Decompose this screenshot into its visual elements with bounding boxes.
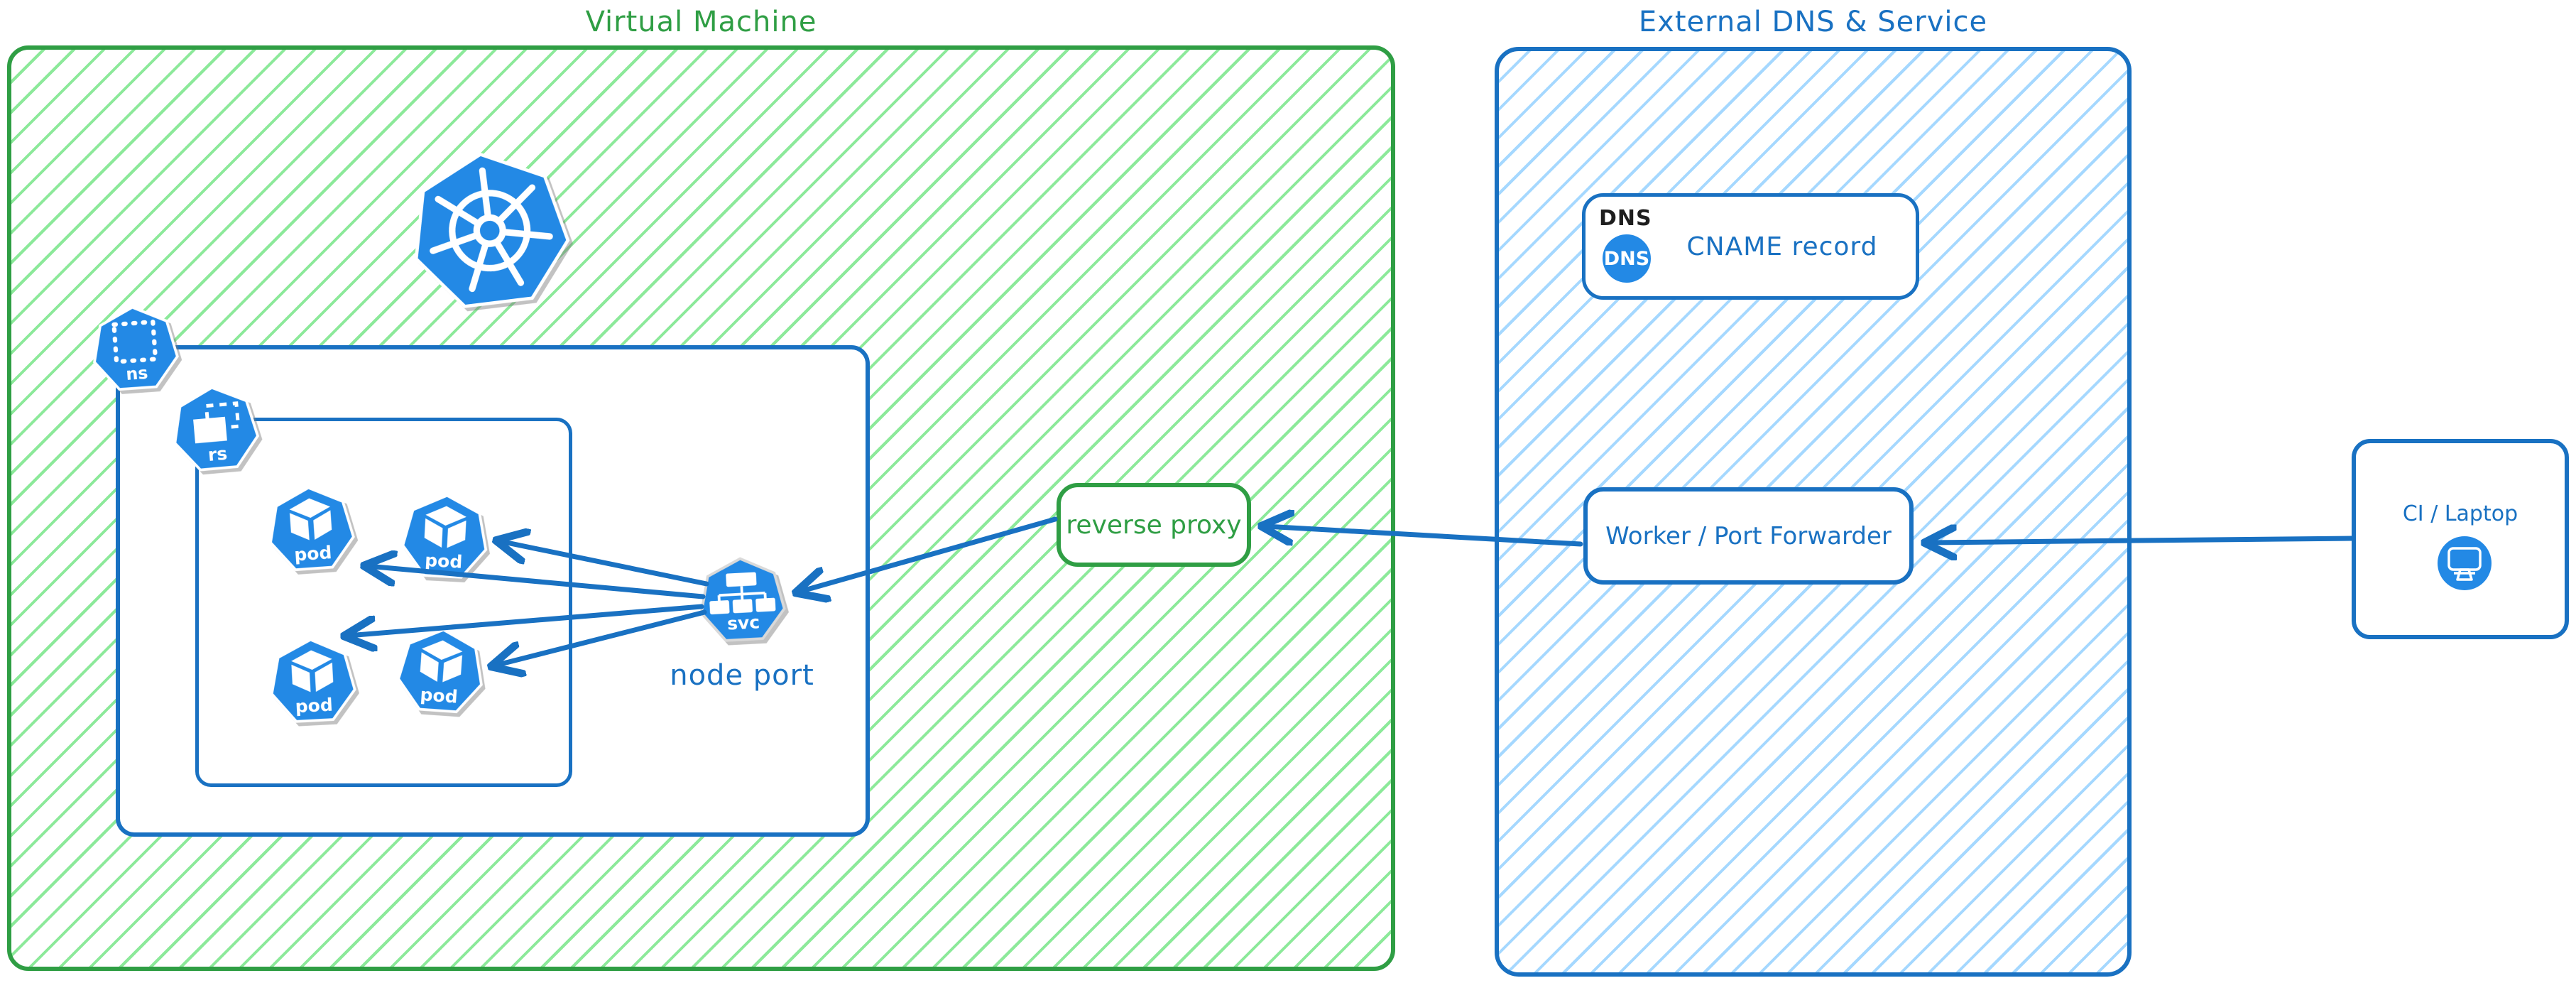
pod-4-icon: pod	[397, 628, 483, 714]
reverse-proxy-label: reverse proxy	[1066, 510, 1242, 540]
ci-laptop-label: CI / Laptop	[2402, 501, 2518, 526]
svg-text:rs: rs	[207, 443, 229, 465]
pod-2-icon: pod	[401, 494, 488, 579]
laptop-monitor-icon	[2438, 536, 2492, 590]
virtual-machine-title: Virtual Machine	[585, 6, 817, 38]
svg-text:pod: pod	[425, 550, 463, 572]
worker-port-forwarder-box: Worker / Port Forwarder	[1583, 487, 1914, 585]
external-dns-service-title: External DNS & Service	[1638, 6, 1988, 38]
svg-text:pod: pod	[420, 684, 459, 707]
reverse-proxy-box: reverse proxy	[1057, 483, 1251, 567]
pod-3-icon: pod	[270, 638, 356, 723]
pod-1-icon: pod	[269, 486, 355, 572]
cname-record-label: CNAME record	[1686, 232, 1878, 261]
dns-icon: DNS	[1603, 234, 1651, 283]
svg-text:ns: ns	[125, 363, 148, 384]
dns-icon-label: DNS	[1603, 247, 1650, 270]
replicaset-box	[195, 418, 572, 787]
namespace-icon: ns	[93, 305, 179, 391]
service-icon: svc	[699, 557, 786, 642]
svg-text:pod: pod	[293, 542, 332, 565]
dns-tag-label: DNS	[1599, 206, 1652, 231]
worker-port-forwarder-label: Worker / Port Forwarder	[1605, 521, 1892, 550]
kubernetes-logo-icon	[414, 152, 570, 308]
svg-text:svc: svc	[726, 612, 760, 634]
replicaset-icon: rs	[173, 386, 260, 472]
node-port-label: node port	[670, 659, 814, 692]
svg-text:pod: pod	[295, 694, 333, 717]
